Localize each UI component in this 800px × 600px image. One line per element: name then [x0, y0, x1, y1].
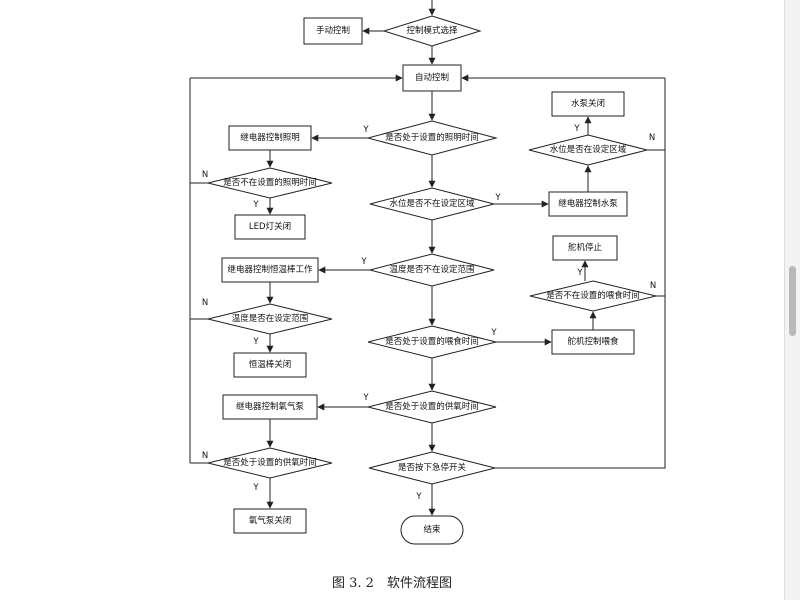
- node-label: 是否不在设置的照明时间: [223, 177, 317, 188]
- node-in-feed-time: 是否处于设置的喂食时间: [367, 325, 497, 359]
- edge-label-yes: Y: [573, 124, 580, 134]
- edge-label-no: N: [650, 281, 656, 291]
- node-end: 结束: [400, 515, 464, 545]
- edge-label-yes: Y: [252, 337, 259, 347]
- node-label: 控制模式选择: [406, 25, 458, 36]
- node-mode-select: 控制模式选择: [382, 15, 482, 47]
- node-relay-light: 继电器控制照明: [228, 125, 312, 151]
- edge-label-yes: Y: [490, 328, 497, 338]
- node-water-not-in-range: 水位是否不在设定区域: [369, 187, 495, 221]
- scrollbar-thumb[interactable]: [789, 266, 796, 336]
- node-servo-stop: 舵机停止: [552, 235, 618, 261]
- edge-label-yes: Y: [362, 393, 369, 403]
- node-label: LED灯关闭: [249, 221, 291, 232]
- node-label: 是否处于设置的喂食时间: [385, 336, 479, 347]
- node-label: 继电器控制水泵: [558, 198, 618, 209]
- node-relay-pump: 继电器控制水泵: [548, 191, 628, 217]
- figure-caption: 图 3. 2 软件流程图: [332, 576, 452, 591]
- node-label: 恒温棒关闭: [249, 359, 292, 370]
- node-oxygen-off: 氧气泵关闭: [233, 508, 307, 534]
- node-water-in-range: 水位是否在设定区域: [528, 134, 648, 166]
- node-label: 是否处于设置的供氧时间: [385, 401, 479, 412]
- node-label: 是否不在设置的喂食时间: [546, 290, 640, 301]
- node-not-in-oxygen-time: 是否处于设置的供氧时间: [207, 447, 333, 479]
- node-label: 是否按下急停开关: [398, 462, 467, 473]
- node-label: 水位是否不在设定区域: [389, 198, 475, 209]
- node-label: 继电器控制照明: [240, 132, 300, 143]
- edge-label-yes: Y: [252, 200, 259, 210]
- node-relay-heater: 继电器控制恒温棒工作: [221, 257, 319, 283]
- node-label: 手动控制: [316, 25, 350, 36]
- edge-label-yes: Y: [415, 492, 422, 502]
- edge-label-yes: Y: [576, 268, 583, 278]
- node-servo-feed: 舵机控制喂食: [551, 329, 635, 355]
- edge-label-no: N: [202, 170, 208, 180]
- edge-label-yes: Y: [362, 125, 369, 135]
- node-label: 水位是否在设定区域: [550, 144, 627, 155]
- edge-label-no: N: [202, 298, 208, 308]
- node-not-in-feed-time: 是否不在设置的喂食时间: [529, 280, 657, 312]
- node-pump-off: 水泵关闭: [551, 91, 625, 117]
- node-temp-in-range: 温度是否在设定范围: [207, 303, 333, 335]
- node-label: 水泵关闭: [571, 98, 605, 109]
- node-label: 继电器控制恒温棒工作: [227, 264, 313, 275]
- node-led-off: LED灯关闭: [234, 214, 306, 240]
- node-label: 舵机停止: [568, 242, 603, 253]
- edge-label-no: N: [202, 451, 208, 461]
- edge-label-no: N: [649, 133, 655, 143]
- edge-label-yes: Y: [494, 193, 501, 203]
- node-not-in-light-time: 是否不在设置的照明时间: [207, 167, 333, 199]
- node-emergency-stop: 是否按下急停开关: [368, 451, 496, 485]
- node-relay-oxygen: 继电器控制氧气泵: [222, 394, 318, 420]
- node-in-oxygen-time: 是否处于设置的供氧时间: [367, 390, 497, 424]
- node-label: 是否处于设置的照明时间: [385, 132, 479, 143]
- node-label: 是否处于设置的供氧时间: [223, 457, 317, 468]
- node-label: 温度是否不在设定范围: [389, 264, 474, 275]
- node-temp-not-in-range: 温度是否不在设定范围: [369, 253, 495, 287]
- node-label: 继电器控制氧气泵: [236, 401, 305, 412]
- node-auto-control: 自动控制: [402, 64, 462, 92]
- node-heater-off: 恒温棒关闭: [233, 352, 307, 378]
- node-label: 氧气泵关闭: [249, 515, 292, 526]
- node-label: 自动控制: [415, 72, 449, 83]
- node-label: 舵机控制喂食: [567, 336, 619, 347]
- node-in-light-time: 是否处于设置的照明时间: [366, 120, 498, 156]
- right-return-line: [495, 78, 666, 469]
- node-label: 温度是否在设定范围: [232, 313, 309, 324]
- vertical-scrollbar[interactable]: [784, 0, 800, 600]
- node-label: 结束: [423, 524, 441, 535]
- node-manual-control: 手动控制: [303, 17, 363, 45]
- edge-label-yes: Y: [360, 257, 367, 267]
- edge-label-yes: Y: [252, 483, 259, 493]
